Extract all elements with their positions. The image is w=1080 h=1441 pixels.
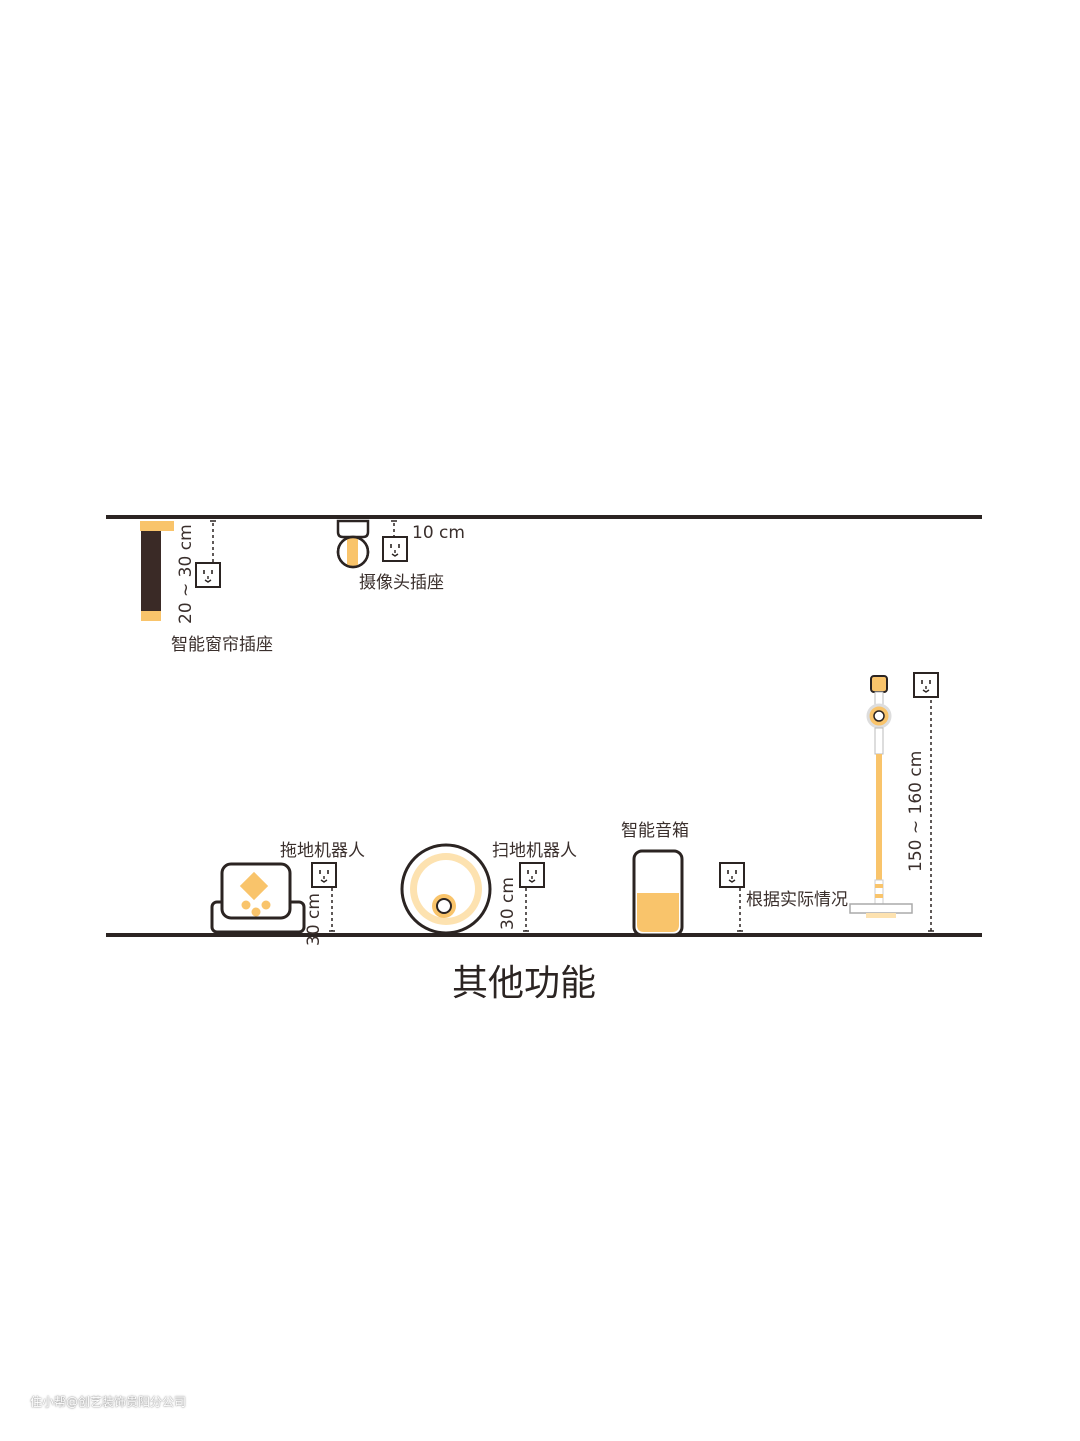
socket-icon	[195, 562, 221, 588]
speaker-note-label: 根据实际情况	[746, 890, 848, 910]
watermark: 住小帮@创艺装饰贵阳分公司	[30, 1395, 187, 1409]
curtain-dimension	[210, 520, 216, 562]
socket-icon	[382, 536, 408, 562]
camera-socket-label: 摄像头插座	[359, 573, 444, 593]
curtain-dimension-label: 20 ~ 30 cm	[176, 524, 196, 624]
socket-icon	[311, 862, 337, 888]
speaker-icon	[632, 849, 684, 937]
mop-robot-label: 拖地机器人	[280, 841, 365, 861]
sweep-robot-icon	[400, 843, 492, 935]
vacuum-dimension-label: 150 ~ 160 cm	[906, 750, 926, 872]
socket-icon	[519, 862, 545, 888]
sweep-dimension	[523, 888, 529, 932]
sweep-robot-label: 扫地机器人	[492, 841, 577, 861]
page-title: 其他功能	[452, 963, 597, 1004]
sweep-dimension-label: 30 cm	[498, 877, 518, 930]
speaker-note-dimension	[737, 888, 743, 932]
mop-dimension-label: 30 cm	[304, 893, 324, 946]
curtain-icon	[140, 521, 174, 621]
curtain-socket-label: 智能窗帘插座	[171, 635, 273, 655]
camera-dimension	[391, 520, 397, 536]
socket-icon	[719, 862, 745, 888]
mop-robot-icon	[210, 862, 306, 934]
speaker-label: 智能音箱	[621, 821, 689, 841]
mop-dimension	[329, 888, 335, 932]
socket-icon	[913, 672, 939, 698]
vacuum-dimension	[928, 700, 934, 932]
stick-vacuum-icon	[849, 675, 913, 918]
camera-dimension-label: 10 cm	[412, 523, 465, 543]
camera-icon	[336, 519, 370, 569]
